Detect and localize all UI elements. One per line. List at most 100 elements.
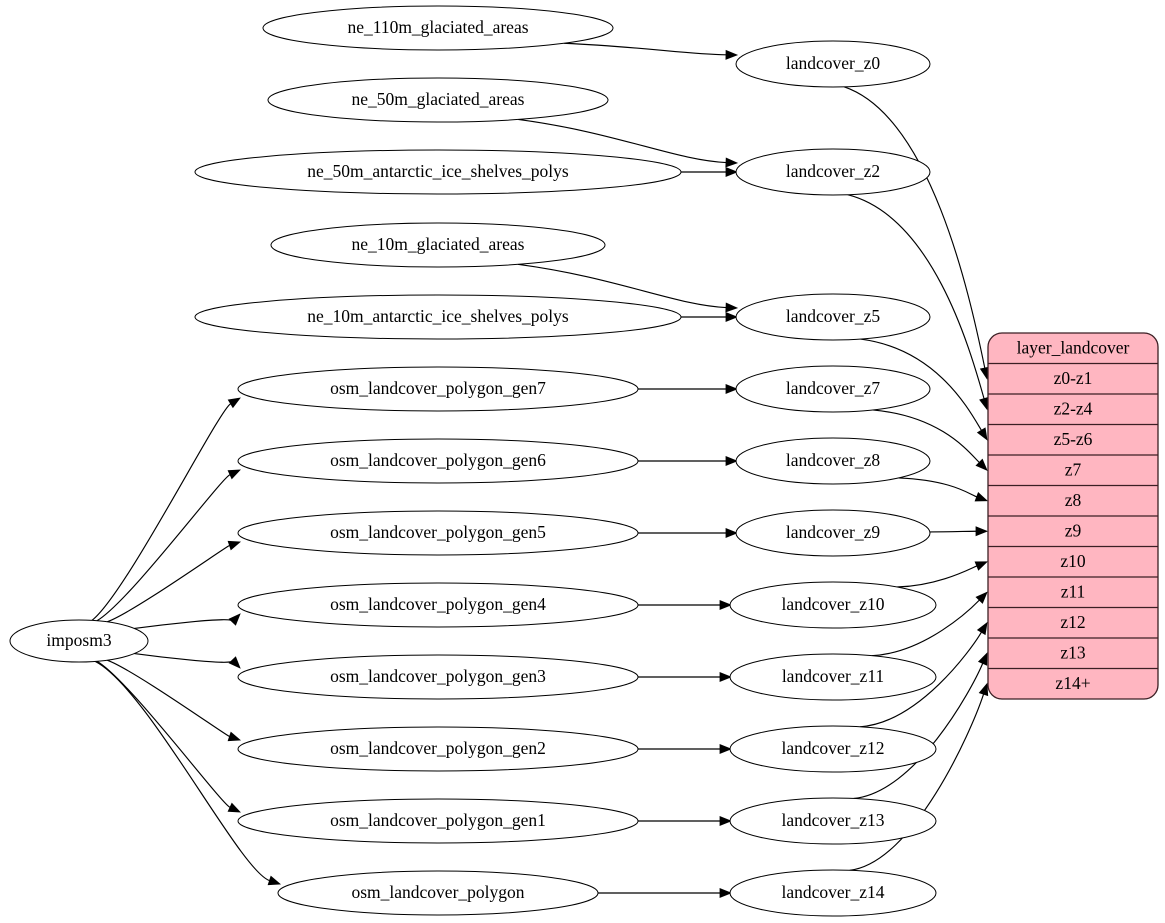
node-landcover_z13[interactable]: landcover_z13 [729,797,937,845]
edge-line [517,263,727,309]
node-osm_landcover_polygon_gen1[interactable]: osm_landcover_polygon_gen1 [237,798,639,844]
node-ne_10m_antarctic_ice_shelves_polys[interactable]: ne_10m_antarctic_ice_shelves_polys [194,294,682,340]
node-label: ne_110m_glaciated_areas [347,17,528,37]
node-ellipse [270,222,606,268]
node-landcover_z7[interactable]: landcover_z7 [735,365,931,413]
edge-imposm3-to-osm_landcover_polygon_gen5 [107,540,242,623]
edge-line [898,477,977,498]
node-osm_landcover_polygon[interactable]: osm_landcover_polygon [277,870,599,916]
edge-line [107,659,230,738]
edge-line [134,619,234,630]
edge-arrowhead [725,528,739,538]
node-osm_landcover_polygon_gen7[interactable]: osm_landcover_polygon_gen7 [237,366,639,412]
node-landcover_z11[interactable]: landcover_z11 [729,653,937,701]
node-label: osm_landcover_polygon_gen2 [330,738,546,758]
node-osm_landcover_polygon_gen4[interactable]: osm_landcover_polygon_gen4 [237,582,639,628]
edge-arrowhead [974,492,989,502]
node-landcover_z2[interactable]: landcover_z2 [735,148,931,196]
edge-line [871,599,980,657]
edge-osm_landcover_polygon_gen6-to-landcover_z8 [638,456,739,466]
node-label: landcover_z0 [786,53,881,73]
edge-line [847,194,985,399]
edge-arrowhead [719,816,733,826]
edge-imposm3-to-osm_landcover_polygon [94,660,282,886]
node-label: osm_landcover_polygon_gen5 [330,522,546,542]
edge-arrowhead [725,456,739,466]
edge-osm_landcover_polygon_gen2-to-landcover_z12 [637,744,733,754]
table-row-z0-z1[interactable]: z0-z1 [1054,368,1093,388]
node-ne_10m_glaciated_areas[interactable]: ne_10m_glaciated_areas [270,222,606,268]
node-label: ne_10m_antarctic_ice_shelves_polys [307,306,569,326]
edge-imposm3-to-osm_landcover_polygon_gen3 [134,652,241,669]
node-ellipse [237,654,639,700]
node-landcover_z10[interactable]: landcover_z10 [729,581,937,629]
table-row-z12[interactable]: z12 [1060,612,1085,632]
node-label: osm_landcover_polygon_gen7 [330,378,546,398]
edge-osm_landcover_polygon_gen7-to-landcover_z7 [638,384,739,394]
edge-landcover_z8-to-table-row-4 [898,477,989,502]
edge-arrowhead [725,384,739,394]
edge-imposm3-to-osm_landcover_polygon_gen2 [107,659,242,742]
edge-arrowhead [227,540,242,551]
node-ellipse [735,365,931,413]
table-row-z11[interactable]: z11 [1061,581,1086,601]
node-landcover_z5[interactable]: landcover_z5 [735,293,931,341]
edge-arrowhead [719,888,733,898]
node-label: imposm3 [46,630,111,650]
node-osm_landcover_polygon_gen3[interactable]: osm_landcover_polygon_gen3 [237,654,639,700]
edge-arrowhead [719,600,733,610]
table-row-z13[interactable]: z13 [1060,642,1086,662]
node-ellipse [735,437,931,485]
edges-layer [91,42,990,898]
table-row-z14+[interactable]: z14+ [1055,673,1090,693]
edge-osm_landcover_polygon-to-landcover_z14 [597,888,733,898]
node-label: landcover_z9 [786,522,881,542]
table-row-z7[interactable]: z7 [1065,459,1082,479]
edge-osm_landcover_polygon_gen5-to-landcover_z9 [638,528,739,538]
node-label: landcover_z11 [782,666,884,686]
edge-ne_50m_antarctic_ice_shelves_polys-to-landcover_z2 [680,167,739,177]
node-landcover_z12[interactable]: landcover_z12 [729,725,937,773]
node-landcover_z8[interactable]: landcover_z8 [735,437,931,485]
edge-arrowhead [974,561,988,571]
table-row-z5-z6[interactable]: z5-z6 [1054,429,1093,449]
edge-line [843,86,986,369]
edge-arrowhead [719,744,733,754]
table-row-z8[interactable]: z8 [1065,490,1082,510]
node-ellipse [735,509,931,557]
edge-arrowhead [977,652,988,666]
node-label: osm_landcover_polygon_gen6 [330,450,546,470]
node-label: osm_landcover_polygon_gen3 [330,666,546,686]
node-ellipse [194,294,682,340]
node-label: osm_landcover_polygon [351,882,524,902]
edge-ne_110m_glaciated_areas-to-landcover_z0 [564,42,739,60]
edge-line [860,338,982,431]
edge-landcover_z10-to-table-row-6 [897,561,988,588]
node-ellipse [277,870,599,916]
node-ne_50m_antarctic_ice_shelves_polys[interactable]: ne_50m_antarctic_ice_shelves_polys [194,149,682,195]
edge-line [96,474,231,622]
node-imposm3[interactable]: imposm3 [9,619,149,663]
node-landcover_z0[interactable]: landcover_z0 [735,40,931,88]
table-row-z9[interactable]: z9 [1065,520,1082,540]
node-ellipse [735,148,931,196]
node-ne_50m_glaciated_areas[interactable]: ne_50m_glaciated_areas [267,77,609,123]
node-ellipse [729,797,937,845]
node-ellipse [194,149,682,195]
node-ne_110m_glaciated_areas[interactable]: ne_110m_glaciated_areas [262,5,614,51]
node-landcover_z14[interactable]: landcover_z14 [729,869,937,917]
table-row-z2-z4[interactable]: z2-z4 [1054,398,1093,418]
node-osm_landcover_polygon_gen2[interactable]: osm_landcover_polygon_gen2 [237,726,639,772]
edge-line [91,403,231,621]
node-osm_landcover_polygon_gen6[interactable]: osm_landcover_polygon_gen6 [237,438,639,484]
edge-line [518,118,727,164]
edge-ne_50m_glaciated_areas-to-landcover_z2 [518,118,739,168]
node-landcover_z9[interactable]: landcover_z9 [735,509,931,557]
table-row-z10[interactable]: z10 [1060,551,1086,571]
node-label: osm_landcover_polygon_gen1 [330,810,546,830]
edge-arrowhead [227,397,241,409]
edge-imposm3-to-osm_landcover_polygon_gen4 [134,613,241,630]
edge-line [897,565,978,588]
node-osm_landcover_polygon_gen5[interactable]: osm_landcover_polygon_gen5 [237,510,639,556]
